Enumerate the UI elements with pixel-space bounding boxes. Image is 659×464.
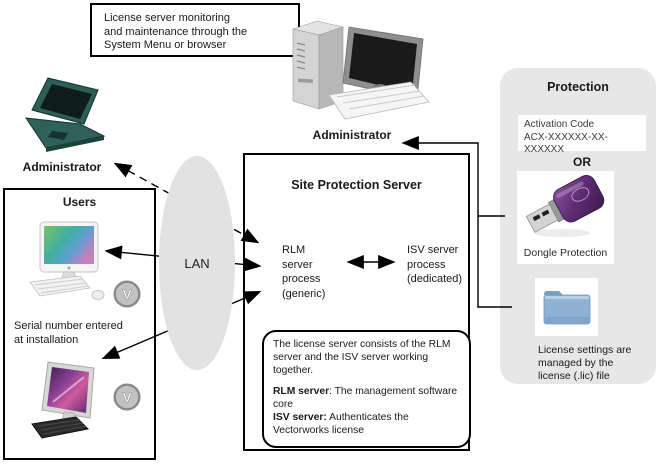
site-protection-server-box: Site Protection Server RLM server proces… <box>243 153 471 451</box>
rlm-server-process: RLM server process (generic) <box>282 244 326 300</box>
folder-icon <box>543 291 590 325</box>
activation-code-label: Activation Code <box>524 119 595 130</box>
serial-number-note: Serial number entered at installation <box>14 320 123 346</box>
callout-license-monitoring: License server monitoring and maintenanc… <box>90 3 300 57</box>
users-title: Users <box>62 195 97 209</box>
protection-title: Protection <box>547 80 609 94</box>
usb-dongle-icon <box>525 175 605 237</box>
keyboard-icon <box>328 81 430 120</box>
administrator-top-label: Administrator <box>312 128 392 142</box>
server-title: Site Protection Server <box>291 178 422 192</box>
svg-text:V: V <box>122 286 132 302</box>
lan-ellipse <box>159 156 235 370</box>
or-label: OR <box>573 155 591 169</box>
license-file-note: License settings are managed by the lice… <box>538 344 632 382</box>
activation-code-box: Activation Code ACX-XXXXXX-XX-XXXXXX <box>518 115 646 155</box>
administrator-laptop-icon <box>24 77 106 152</box>
note-intro: The license server consists of the RLM s… <box>273 339 451 376</box>
user-pc-icon <box>31 361 95 439</box>
protection-panel: Protection Activation Code ACX-XXXXXX-XX… <box>500 68 656 384</box>
vectorworks-logo-icon: V <box>113 280 141 308</box>
user-imac-icon <box>29 221 105 300</box>
activation-code-value: ACX-XXXXXX-XX-XXXXXX <box>524 131 608 156</box>
svg-text:V: V <box>122 389 132 405</box>
license-server-note: The license server consists of the RLM s… <box>262 330 471 448</box>
isv-server-process: ISV server process (dedicated) <box>407 244 463 285</box>
vectorworks-logo-icon: V <box>113 383 141 411</box>
note-rlm: RLM server: The management software core <box>273 386 458 411</box>
dongle-box: Dongle Protection <box>517 171 614 264</box>
administrator-left-label: Administrator <box>22 160 102 174</box>
lan-label: LAN <box>184 256 209 271</box>
dongle-label: Dongle Protection <box>523 247 608 259</box>
note-isv: ISV server: Authenticates the Vectorwork… <box>273 411 409 436</box>
license-folder-box <box>535 278 598 336</box>
administrator-desktop-icon <box>291 20 430 120</box>
mouse-icon <box>91 290 105 300</box>
keyboard-icon <box>31 416 90 439</box>
